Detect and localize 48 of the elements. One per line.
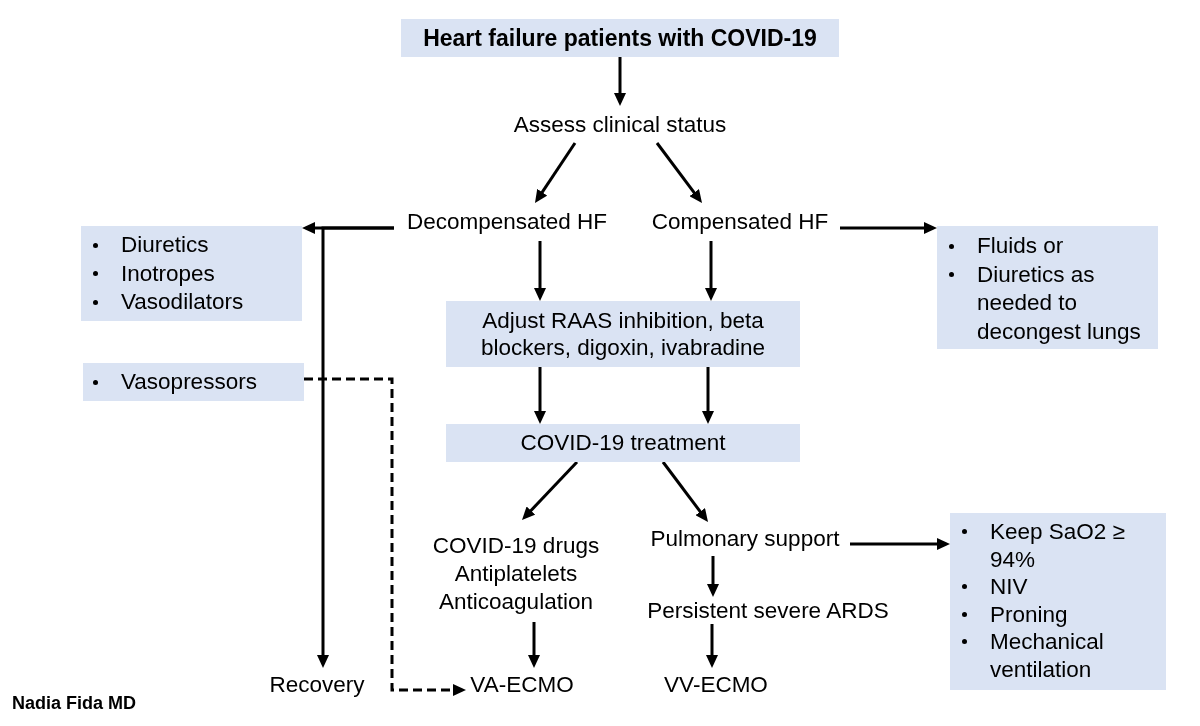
list-item-text: Diuretics	[121, 231, 209, 259]
start-box	[401, 19, 839, 57]
step-text: Recovery	[269, 671, 365, 699]
arrow	[535, 142, 577, 203]
step-text: Persistent severe ARDS	[647, 597, 889, 624]
title-text: Heart failure patients with COVID-19	[423, 24, 817, 52]
list-item-text: Fluids or	[977, 232, 1064, 260]
arrow	[707, 556, 719, 597]
arrow	[534, 241, 546, 301]
author-credit: Nadia Fida MD	[12, 692, 136, 714]
box-text: COVID-19 treatment	[520, 429, 726, 457]
dashed-arrow	[304, 377, 466, 696]
list-box	[81, 226, 302, 321]
list-item-text: Vasodilators	[121, 288, 244, 316]
arrow	[706, 624, 718, 668]
process-box	[446, 301, 800, 367]
box-text: Adjust RAAS inhibition, beta blockers, digoxin, ivabradine	[480, 307, 766, 361]
list-box	[83, 363, 304, 401]
step-text: COVID-19 drugs	[432, 532, 600, 560]
list-item-text: Diuretics as needed to decongest lungs	[977, 260, 1142, 346]
arrow	[840, 222, 937, 234]
list-item-text: Proning	[990, 600, 1068, 628]
arrow	[655, 142, 702, 203]
list-item-text: Inotropes	[121, 259, 215, 288]
arrow	[522, 460, 579, 520]
arrow	[850, 538, 950, 550]
arrow	[528, 622, 540, 668]
arrow	[317, 226, 394, 668]
arrow	[661, 461, 708, 522]
list-item-text: Vasopressors	[121, 368, 257, 396]
step-text: VA-ECMO	[470, 671, 574, 699]
arrow	[702, 367, 714, 424]
process-box	[446, 424, 800, 462]
list-box	[937, 226, 1158, 349]
step-text: VV-ECMO	[664, 671, 768, 699]
arrow	[534, 367, 546, 424]
list-item-text: Keep SaO2 ≥ 94%	[990, 518, 1126, 573]
list-item-text: Mechanical ventilation	[990, 628, 1105, 683]
step-text: Decompensated HF	[406, 208, 608, 236]
step-text: Assess clinical status	[513, 110, 727, 139]
step-text: Anticoagulation	[439, 588, 593, 616]
step-text: Pulmonary support	[650, 525, 840, 553]
step-text: Compensated HF	[651, 208, 829, 236]
step-text: Antiplatelets	[454, 560, 578, 588]
arrow	[614, 57, 626, 106]
list-box	[950, 513, 1166, 690]
arrow	[705, 241, 717, 301]
list-item-text: NIV	[990, 573, 1028, 601]
